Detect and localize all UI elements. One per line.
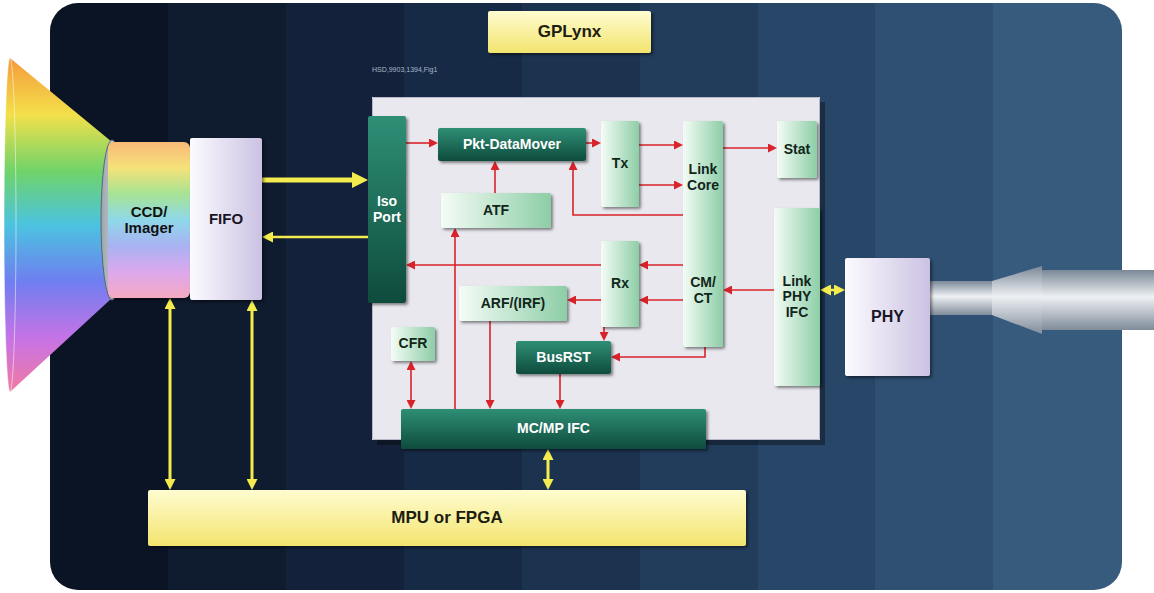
box-label: CCD/ Imager: [124, 204, 173, 237]
lens-cone: [10, 58, 112, 392]
process-box: ARF/(IRF): [459, 286, 567, 321]
signal-arrow: [603, 327, 605, 337]
signal-arrow: [406, 142, 434, 144]
signal-arrow: [644, 264, 684, 266]
process-box: BusRST: [516, 341, 611, 374]
process-box: Rx: [601, 241, 639, 327]
cable-plug: [930, 281, 992, 315]
process-box: Stat: [777, 121, 817, 178]
cable-collar: [992, 266, 1042, 334]
signal-arrow: [410, 366, 412, 405]
box-label: CM/ CT: [690, 275, 716, 306]
signal-arrow: [644, 299, 684, 301]
box-label: CFR: [399, 336, 428, 351]
process-box: Pkt-DataMover: [438, 128, 586, 161]
signal-arrow: [411, 264, 602, 266]
bus-arrow: [262, 178, 360, 183]
box-label: Rx: [611, 276, 629, 291]
cable: [1042, 270, 1154, 330]
chip-title: GPLynx: [488, 11, 651, 53]
box-label: BusRST: [536, 350, 590, 365]
figure-code: HSD,9903,1394,Fig1: [372, 66, 437, 73]
box-label: Link PHY IFC: [783, 274, 812, 320]
signal-arrow: [454, 233, 456, 410]
box-label: FIFO: [209, 211, 243, 228]
box-label: MC/MP IFC: [517, 421, 590, 436]
bus-arrow: [268, 236, 369, 239]
port-box: Iso Port: [368, 116, 406, 303]
cone-rim: [4, 58, 16, 392]
bus-arrow: [547, 455, 550, 485]
signal-arrow: [723, 147, 773, 149]
bus-arrow: [826, 289, 840, 292]
link-core-box: Link CoreCM/ CT: [683, 121, 723, 347]
box-label: Stat: [784, 142, 810, 157]
signal-arrow: [494, 166, 496, 194]
process-box: CFR: [391, 327, 435, 361]
box-label: Link Core: [687, 162, 719, 193]
signal-arrow: [489, 321, 491, 405]
chip-panel: GPLynxIso PortPkt-DataMoverATFTxLink Cor…: [372, 97, 820, 440]
box-label: Tx: [612, 156, 628, 171]
signal-arrow: [586, 142, 597, 144]
box-label: ARF/(IRF): [481, 296, 546, 311]
imager-box: CCD/ Imager: [108, 142, 190, 298]
signal-arrow: [572, 299, 602, 301]
box-label: Pkt-DataMover: [463, 137, 561, 152]
process-box: ATF: [441, 193, 551, 228]
box-label: Iso Port: [373, 194, 401, 225]
chip-panel: [372, 97, 820, 440]
process-box: Tx: [601, 121, 639, 207]
box-label: MPU or FPGA: [391, 509, 502, 528]
bus-arrow: [251, 306, 254, 485]
fifo-box: FIFO: [190, 138, 262, 300]
phy-box: PHY: [845, 258, 930, 376]
box-label: ATF: [483, 203, 509, 218]
interface-box: Link PHY IFC: [774, 208, 820, 386]
interface-box: MC/MP IFC: [401, 409, 706, 449]
processor-bar: MPU or FPGA: [148, 490, 746, 546]
signal-arrow: [639, 184, 679, 186]
bus-arrow: [169, 304, 172, 485]
signal-arrow: [728, 289, 775, 291]
signal-arrow: [559, 374, 561, 405]
signal-arrow: [639, 144, 679, 146]
box-label: PHY: [871, 308, 904, 326]
dark-ground: [50, 3, 1122, 590]
signal-arrow: [616, 347, 706, 357]
